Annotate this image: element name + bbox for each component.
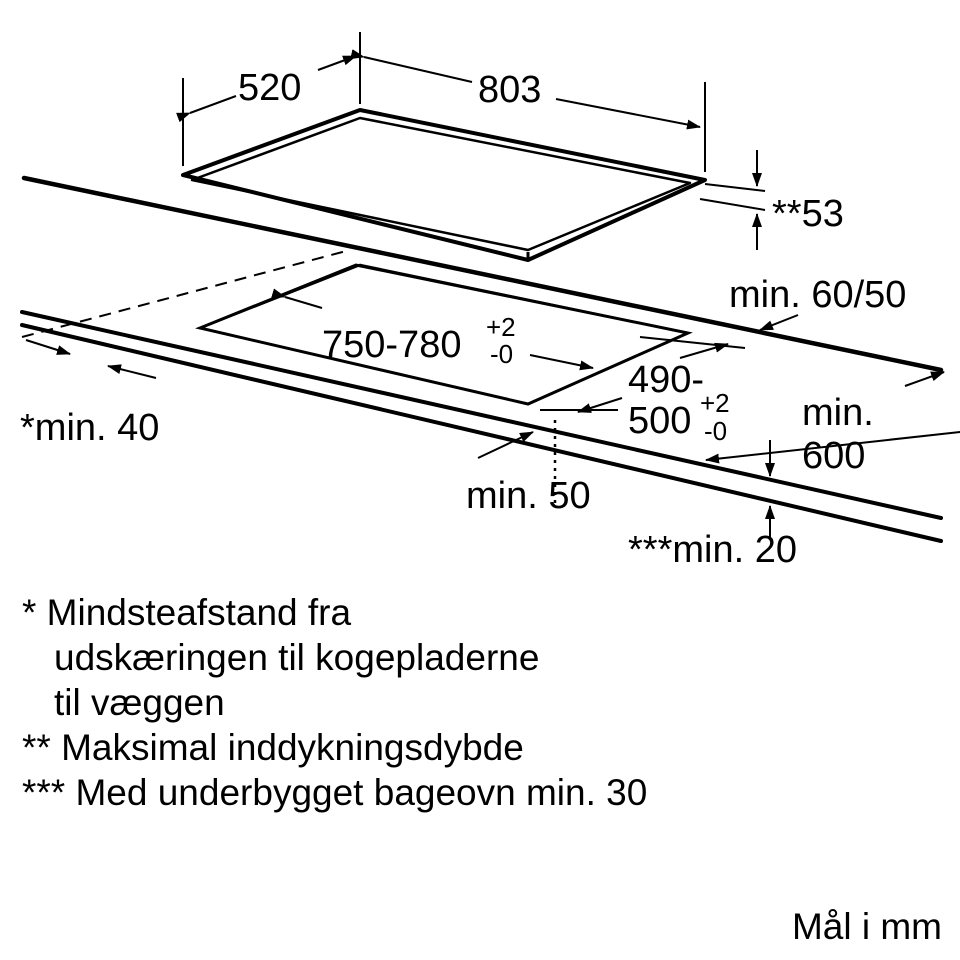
footnote-3: *** Med underbygget bageovn min. 30	[22, 772, 648, 813]
footnote-1-line-2: udskæringen til kogepladerne	[54, 637, 540, 678]
label-cutout-depth-tol-minus: -0	[704, 416, 727, 446]
footnote-2: ** Maksimal inddykningsdybde	[22, 727, 524, 768]
label-hob-width: 803	[478, 69, 541, 111]
cutout-outline	[21, 249, 693, 406]
label-worktop-depth-line2: 600	[802, 435, 865, 477]
label-bottom-clearance: ***min. 20	[628, 529, 797, 571]
label-hob-depth: 520	[238, 67, 301, 109]
label-worktop-thickness: min. 60/50	[729, 274, 906, 316]
label-cutout-depth-tol-plus: +2	[700, 388, 730, 418]
hob-outline	[181, 108, 707, 262]
footnotes: * Mindsteafstand fra udskæringen til kog…	[22, 590, 647, 815]
footnote-1-line-3: til væggen	[54, 682, 225, 723]
label-cutout-width: 750-780	[322, 324, 461, 366]
label-worktop-depth-line1: min.	[802, 392, 874, 434]
dimension-lines	[25, 32, 960, 540]
label-cutout-width-tol-minus: -0	[490, 339, 513, 369]
label-installation-depth-max: **53	[772, 193, 844, 235]
label-cutout-depth-line2: 500	[628, 400, 691, 442]
footnote-1-line-1: * Mindsteafstand fra	[22, 592, 352, 633]
label-wall-clearance: *min. 40	[20, 407, 159, 449]
label-front-edge-clearance: min. 50	[466, 475, 591, 517]
label-cutout-width-tol-plus: +2	[486, 312, 516, 342]
label-cutout-depth-line1: 490-	[628, 359, 704, 401]
units-label: Mål i mm	[791, 906, 942, 947]
